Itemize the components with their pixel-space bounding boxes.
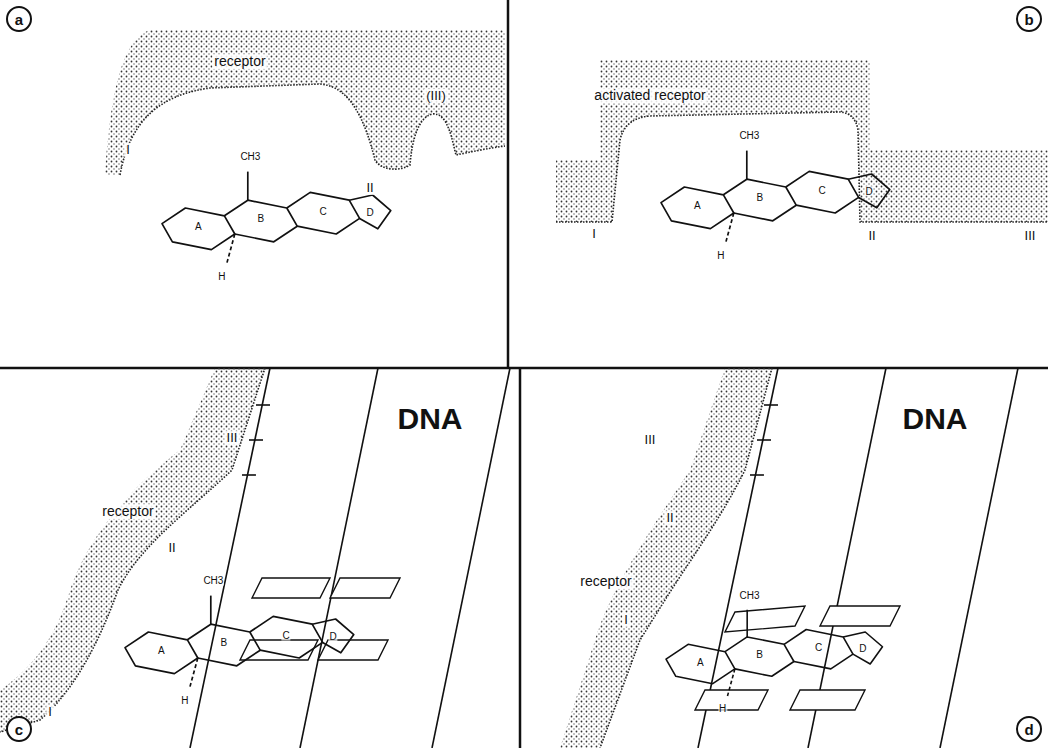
diagram-label: II xyxy=(364,181,375,195)
dna-label: DNA xyxy=(396,402,465,435)
diagram-label: receptor xyxy=(212,54,267,69)
diagram-label: I xyxy=(590,227,598,241)
diagram-label: A xyxy=(194,221,203,232)
diagram-label: B xyxy=(755,192,764,203)
diagram-label: B xyxy=(256,213,265,224)
diagram-label: II xyxy=(664,511,675,525)
panel-letter: b xyxy=(1016,6,1042,32)
diagram-label: H xyxy=(217,270,226,281)
diagram-label: D xyxy=(864,185,873,196)
dna-label: DNA xyxy=(901,402,970,435)
diagram-label: (III) xyxy=(424,89,448,103)
diagram-label: CH3 xyxy=(738,130,760,141)
diagram-label: II xyxy=(866,229,877,243)
panel-letter-text: c xyxy=(15,722,23,737)
diagram-label: H xyxy=(716,249,725,260)
diagram-label: activated receptor xyxy=(592,88,707,103)
diagram-label: B xyxy=(755,649,764,660)
diagram-label: CH3 xyxy=(739,590,761,601)
diagram-label: D xyxy=(328,630,337,641)
panel-letter-text: b xyxy=(1024,12,1033,27)
diagram-label: III xyxy=(1023,229,1038,243)
panel-letter: c xyxy=(6,716,32,742)
diagram-label: III xyxy=(643,433,658,447)
diagram-label: C xyxy=(319,205,328,216)
panel-letter-text: d xyxy=(1024,722,1033,737)
diagram-label: III xyxy=(225,431,240,445)
diagram-label: C xyxy=(818,184,827,195)
diagram-label: receptor xyxy=(100,504,155,519)
diagram-label: H xyxy=(718,703,727,714)
diagram-label: receptor xyxy=(578,574,633,589)
diagram-label: D xyxy=(858,642,867,653)
diagram-label: C xyxy=(814,641,823,652)
diagram-label: A xyxy=(693,200,702,211)
diagram-label: D xyxy=(365,206,374,217)
diagram-label: CH3 xyxy=(239,151,261,162)
panel-letter: a xyxy=(6,6,32,32)
diagram-label: CH3 xyxy=(202,575,224,586)
diagram-label: H xyxy=(180,694,189,705)
diagram-label: C xyxy=(282,629,291,640)
diagram-label: I xyxy=(622,613,630,627)
diagram-label: B xyxy=(219,637,228,648)
diagram-label: A xyxy=(696,656,705,667)
diagram-label: A xyxy=(157,645,166,656)
diagram-label: I xyxy=(124,143,132,157)
panel-letter-text: a xyxy=(15,12,23,27)
diagram-label: I xyxy=(46,705,54,719)
diagram-label: II xyxy=(166,541,177,555)
panel-letter: d xyxy=(1016,716,1042,742)
